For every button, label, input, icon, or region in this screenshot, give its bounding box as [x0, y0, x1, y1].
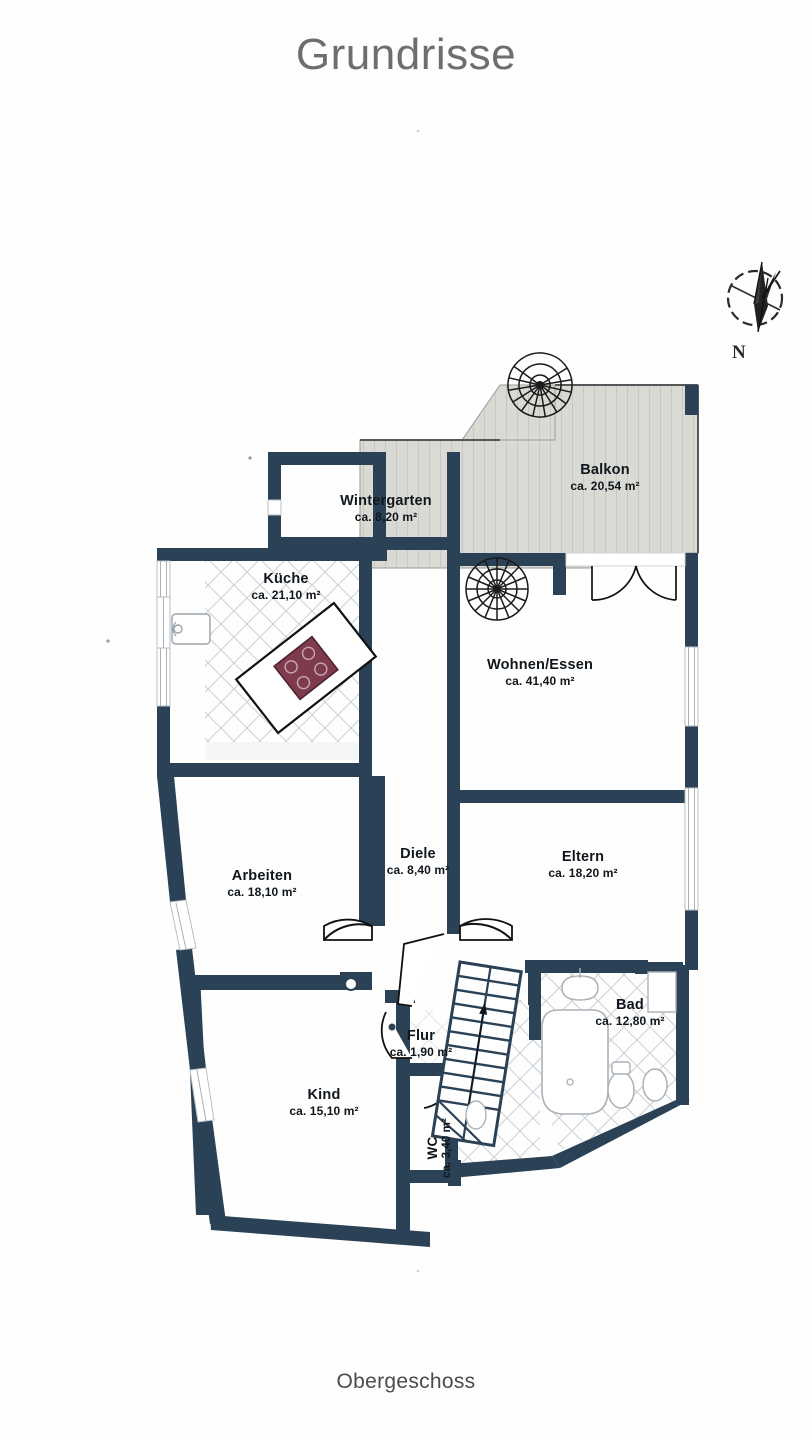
wc-toilet-icon — [465, 1100, 487, 1130]
spiral-staircase-icon-lower — [465, 557, 529, 621]
sink-icon — [171, 613, 211, 645]
bidet-icon — [642, 1068, 668, 1102]
spiral-staircase-icon-upper — [507, 352, 573, 418]
windows — [156, 499, 699, 1123]
compass-rose-icon — [726, 261, 784, 333]
doors — [323, 565, 677, 1109]
compass-north-label: N — [732, 342, 746, 363]
shower-column-icon — [647, 971, 677, 1013]
walls — [157, 385, 698, 1247]
toilet-icon — [607, 1061, 635, 1109]
page-title: Grundrisse — [295, 30, 517, 79]
scan-artifacts — [106, 129, 420, 1273]
bathtub-icon — [541, 1009, 609, 1115]
staircase-icon — [430, 960, 523, 1148]
compass-rose: N — [718, 258, 798, 368]
floor-caption: Obergeschoss — [336, 1370, 476, 1393]
washbasin-icon — [561, 968, 599, 1001]
cooktop-icon — [273, 635, 339, 701]
